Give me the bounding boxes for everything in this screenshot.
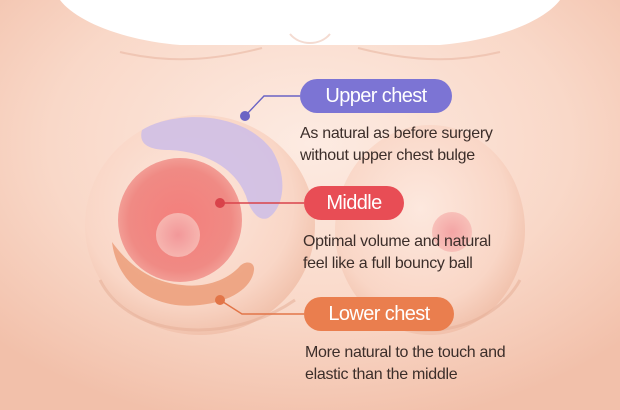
middle-description: Optimal volume and natural feel like a f… (303, 231, 491, 275)
connector-middle (215, 198, 304, 208)
upper-chest-description: As natural as before surgery without upp… (300, 123, 493, 167)
upper-chest-label: Upper chest (300, 79, 452, 113)
middle-description-line-2: feel like a full bouncy ball (303, 255, 473, 272)
lower-chest-description-line-1: More natural to the touch and (305, 344, 506, 361)
connector-upper (240, 95, 300, 121)
lower-chest-description: More natural to the touch and elastic th… (305, 342, 506, 386)
upper-chest-zone (141, 117, 283, 219)
right-nipple (432, 212, 472, 252)
lower-chest-description-line-2: elastic than the middle (305, 366, 458, 383)
middle-description-line-1: Optimal volume and natural (303, 233, 491, 250)
lower-chest-zone (112, 242, 255, 306)
right-breast (335, 125, 525, 335)
left-nipple (156, 213, 200, 257)
collarbone-line-right (357, 47, 501, 61)
upper-chest-description-line-2: without upper chest bulge (300, 147, 475, 164)
connector-lower (215, 295, 304, 315)
collarbone-line-left (119, 47, 263, 61)
lower-chest-label: Lower chest (304, 297, 454, 331)
upper-chest-description-line-1: As natural as before surgery (300, 125, 493, 142)
middle-label: Middle (304, 186, 404, 220)
neck-hollow (289, 33, 331, 44)
